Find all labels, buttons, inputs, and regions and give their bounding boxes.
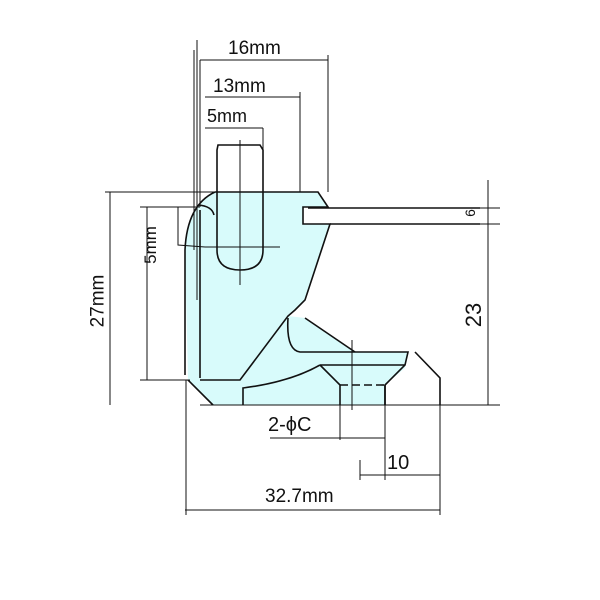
dim-23: 23 [461,302,487,328]
dim-hole-label: 2-ϕC [268,414,312,436]
dim-13mm: 13mm [213,76,266,97]
dim-16mm: 16mm [228,38,281,59]
dim-10: 10 [387,452,410,474]
dim-32-7mm: 32.7mm [265,486,334,507]
dim-5mm-width: 5mm [207,106,247,126]
dim-27mm: 27mm [87,274,109,328]
dim-6: 6 [461,209,478,217]
part-outline [184,144,480,406]
dimension-lines [105,40,500,515]
dim-5mm-height: 5mm [140,226,160,264]
part-fill [185,192,408,405]
